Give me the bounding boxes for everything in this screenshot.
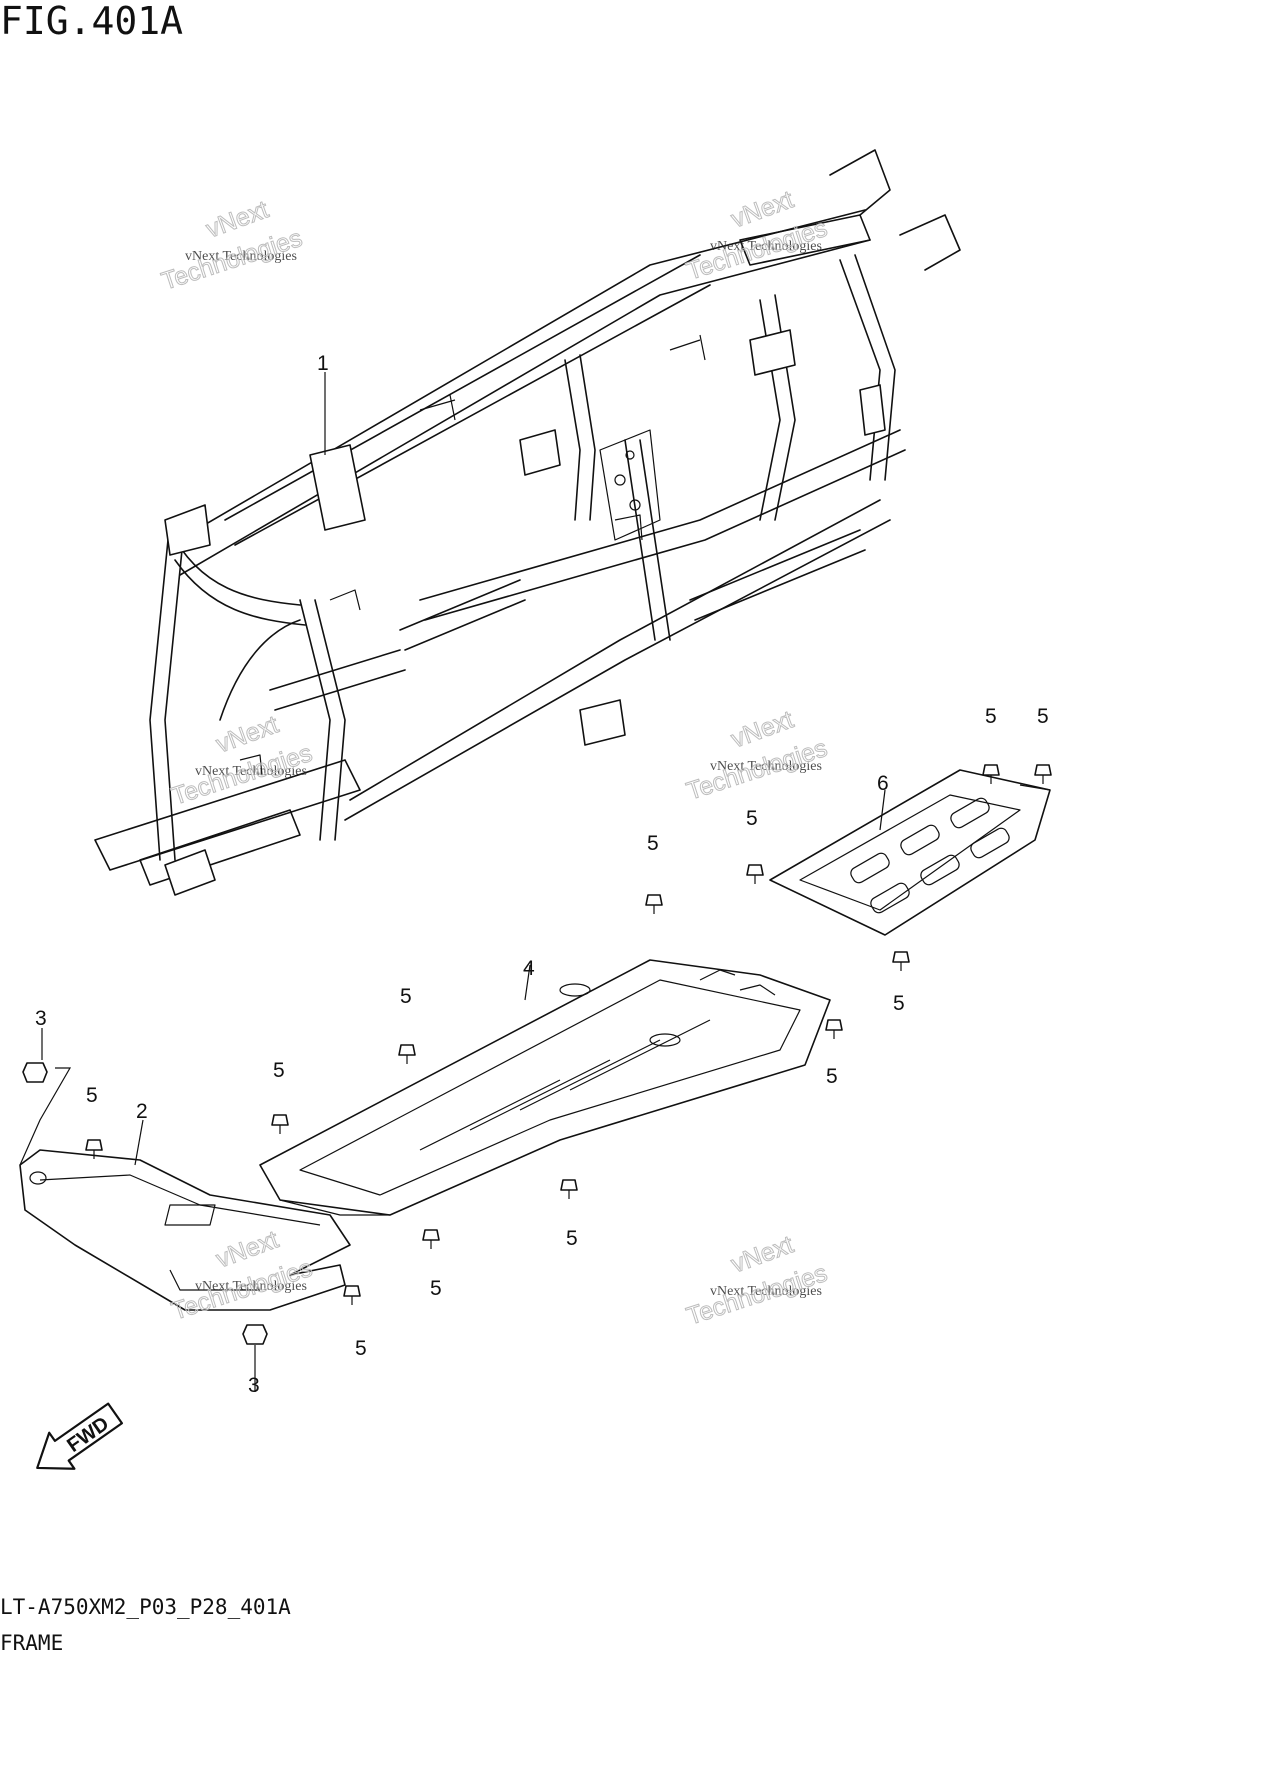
- callout-bolt: 5: [566, 1227, 578, 1250]
- callout-bolt: 5: [86, 1084, 98, 1107]
- fwd-direction-badge: FWD: [36, 1402, 124, 1470]
- callout-bolt: 5: [355, 1337, 367, 1360]
- callout-bolt: 5: [1037, 705, 1049, 728]
- rear-guard-drawing: [769, 769, 1051, 936]
- svg-text:vNext Technologies: vNext Technologies: [710, 239, 822, 254]
- callout-nut-top: 3: [35, 1007, 47, 1030]
- callout-bolt: 5: [985, 705, 997, 728]
- callout-bolt: 5: [400, 985, 412, 1008]
- watermark: vNext Technologies vNext Technologies: [158, 195, 306, 296]
- callout-bolt: 5: [746, 807, 758, 830]
- svg-text:vNext Technologies: vNext Technologies: [185, 249, 297, 264]
- callouts: 1 6 4 2 3 3 5 5 5 5 5 5 5 5 5 5 5 5: [35, 352, 1049, 1397]
- watermark: vNext Technologies vNext Technologies: [683, 705, 831, 806]
- svg-text:vNext Technologies: vNext Technologies: [195, 1279, 307, 1294]
- fasteners: [22, 764, 1052, 1345]
- center-guard-drawing: [259, 959, 831, 1216]
- watermark: vNext Technologies vNext Technologies: [168, 710, 316, 811]
- svg-text:vNext Technologies: vNext Technologies: [710, 759, 822, 774]
- callout-frame: 1: [317, 352, 329, 375]
- figure-code: LT-A750XM2_P03_P28_401A: [0, 1595, 291, 1619]
- callout-front-guard: 2: [136, 1100, 148, 1123]
- svg-text:vNext Technologies: vNext Technologies: [195, 764, 307, 779]
- callout-bolt: 5: [826, 1065, 838, 1088]
- svg-text:vNext Technologies: vNext Technologies: [710, 1284, 822, 1299]
- frame-drawing: [94, 149, 961, 896]
- leader-lines: [19, 372, 1051, 1392]
- callout-bolt: 5: [430, 1277, 442, 1300]
- callout-bolt: 5: [893, 992, 905, 1015]
- callout-bolt: 5: [273, 1059, 285, 1082]
- callout-bolt: 5: [647, 832, 659, 855]
- watermark: vNext Technologies vNext Technologies: [683, 185, 831, 286]
- figure-title: FIG.401A: [0, 0, 183, 43]
- callout-rear-guard: 6: [877, 772, 889, 795]
- front-guard-drawing: [19, 1149, 351, 1311]
- watermark: vNext Technologies vNext Technologies: [683, 1230, 831, 1331]
- figure-name: FRAME: [0, 1631, 63, 1655]
- callout-center-guard: 4: [523, 957, 535, 980]
- callout-nut-bottom: 3: [248, 1374, 260, 1397]
